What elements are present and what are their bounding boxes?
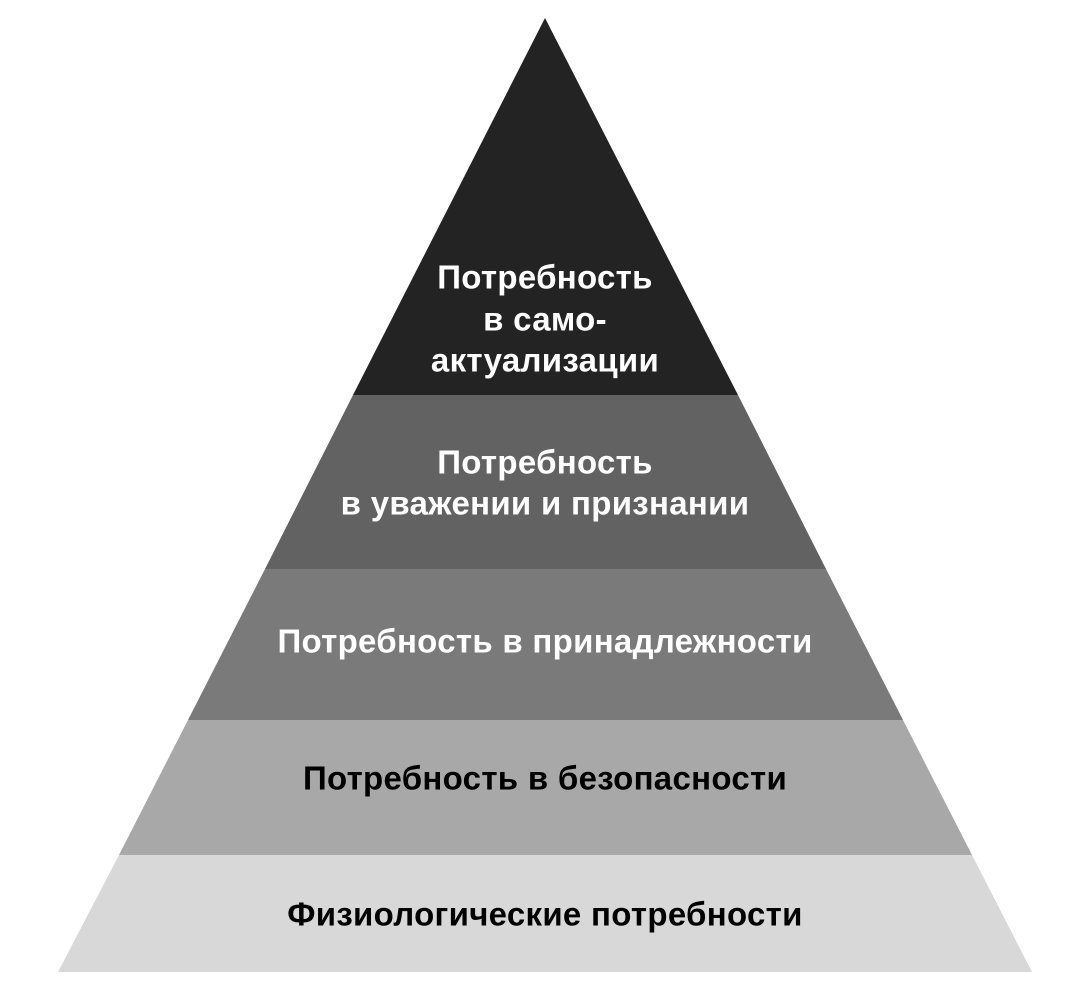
level-physiological-label: Физиологические потребности bbox=[287, 896, 802, 933]
level-self-actualization-shape bbox=[353, 18, 738, 395]
level-self-actualization-label-line-1: Потребность bbox=[437, 259, 652, 296]
level-physiological-shape bbox=[58, 855, 1032, 972]
level-esteem-label-line-2: в уважении и признании bbox=[341, 485, 750, 522]
level-safety: Потребность в безопасности bbox=[119, 720, 972, 855]
level-self-actualization-label-line-2: в само- bbox=[483, 301, 607, 338]
level-esteem-shape bbox=[265, 395, 826, 569]
level-self-actualization: Потребность в само- актуализации bbox=[353, 18, 738, 395]
level-physiological: Физиологические потребности bbox=[58, 855, 1032, 972]
level-safety-shape bbox=[119, 720, 972, 855]
level-esteem: Потребность в уважении и признании bbox=[265, 395, 826, 569]
level-self-actualization-label-line-3: актуализации bbox=[431, 342, 659, 379]
level-belonging: Потребность в принадлежности bbox=[188, 569, 903, 720]
level-belonging-label: Потребность в принадлежности bbox=[277, 623, 812, 660]
level-safety-label: Потребность в безопасности bbox=[303, 760, 787, 797]
level-belonging-shape bbox=[188, 569, 903, 720]
level-esteem-label-line-1: Потребность bbox=[437, 444, 652, 481]
